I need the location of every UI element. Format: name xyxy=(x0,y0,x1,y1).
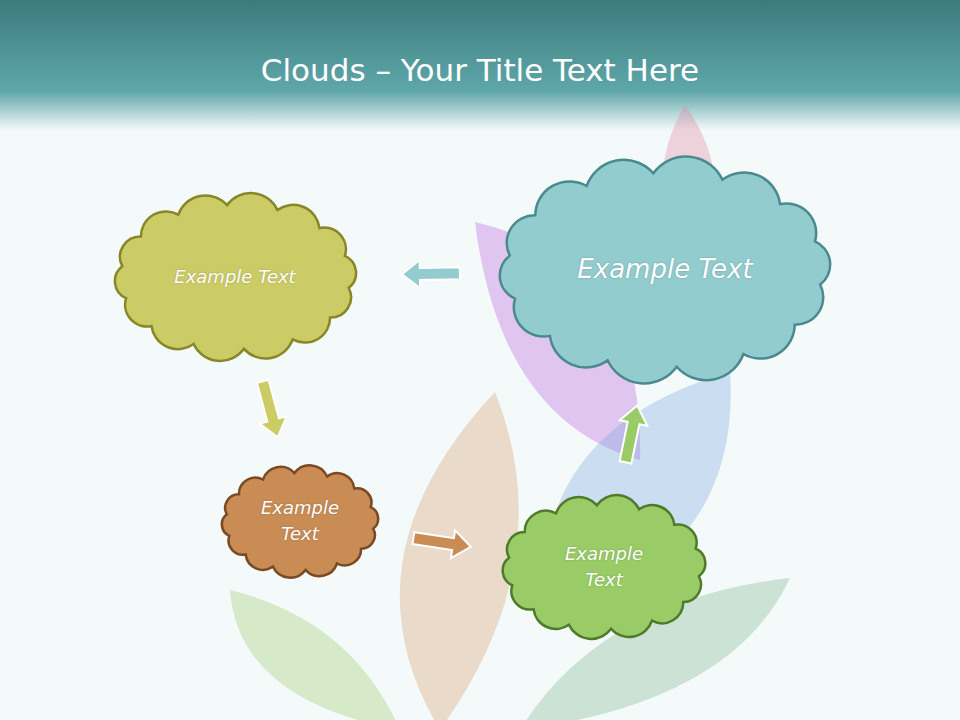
slide-title: Clouds – Your Title Text Here xyxy=(0,52,960,88)
block-arrow xyxy=(402,260,460,288)
block-arrow xyxy=(413,530,471,558)
cloud-outline xyxy=(218,465,382,578)
cloud-shape: Example Text xyxy=(113,197,358,357)
block-arrow xyxy=(257,380,287,438)
cloud-shape: Example Text xyxy=(500,165,830,375)
cloud-text: Example Text xyxy=(577,251,752,289)
cloud-shape: Example Text xyxy=(500,497,708,637)
cloud-text: Example Text xyxy=(253,495,348,547)
cloud-text: Example Text xyxy=(174,264,295,290)
block-arrow xyxy=(620,406,648,464)
cloud-outline xyxy=(500,497,708,637)
cloud-text: Example Text xyxy=(557,541,652,593)
cloud-shape: Example Text xyxy=(218,465,382,578)
